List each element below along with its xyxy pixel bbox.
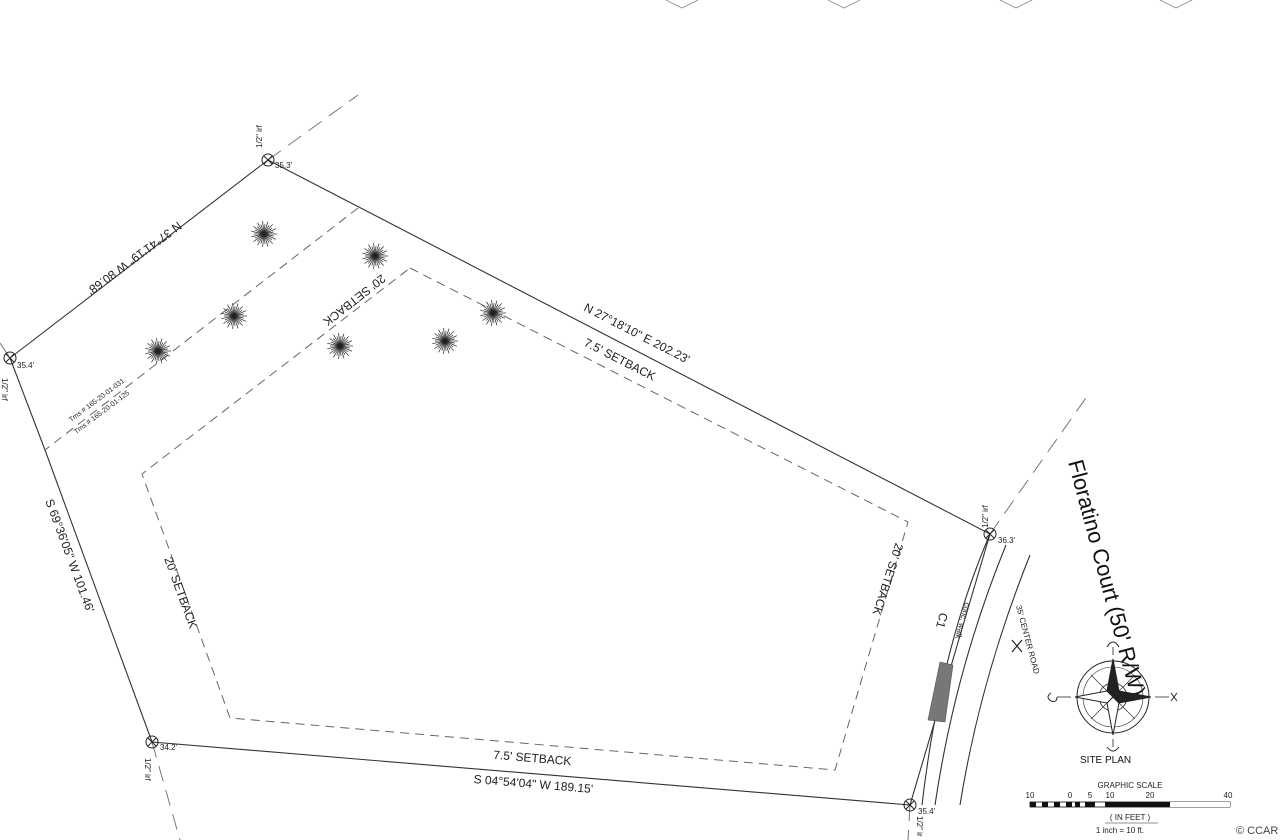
road-name: Floratino Court (50' R/W): [1063, 457, 1150, 699]
compass-rose-icon: [1047, 641, 1178, 752]
corner-top-elevation: 35.3': [275, 161, 293, 170]
extension-lines: [0, 94, 1089, 840]
tree-icon: [432, 328, 458, 354]
tree-icon: [145, 338, 171, 364]
corner-left-elevation: 35.4': [17, 361, 35, 370]
graphic-scale: GRAPHIC SCALE 10 0 5 10 20 40 ( IN FEET …: [1026, 781, 1233, 835]
corner-top-pin: 1/2" irf: [255, 124, 264, 148]
scale-ratio: 1 inch = 10 ft.: [1096, 826, 1144, 835]
conc-walk-label: conc. walk: [953, 601, 972, 640]
trees: [145, 221, 506, 364]
bearing-north-west: N 37°41'19" W 80.68': [85, 219, 185, 298]
bearing-north-east: N 27°18'10" E 202.23': [582, 300, 692, 366]
scale-tick-3: 10: [1106, 791, 1115, 800]
corner-markers: [3, 153, 997, 812]
corner-bottom-left-elevation-text: 34.2': [160, 743, 178, 752]
scale-units: ( IN FEET ): [1110, 813, 1151, 822]
corner-right-elevation: 36.3': [998, 536, 1016, 545]
tree-icon: [480, 300, 506, 326]
scale-title: GRAPHIC SCALE: [1098, 781, 1163, 790]
scale-tick-5: 40: [1224, 791, 1233, 800]
bearing-south: S 04°54'04" W 189.15': [473, 772, 593, 796]
road-center-mark: [1011, 639, 1023, 653]
road-curves: [921, 533, 1031, 806]
property-boundary: [9, 159, 991, 806]
corner-left-marker: [3, 351, 17, 365]
corner-bottom-right-elevation: 35.4': [918, 807, 936, 816]
driveway-apron: [927, 661, 954, 723]
corner-right-marker: [983, 527, 997, 541]
watermark: © CCAR: [1236, 825, 1279, 837]
corner-left-pin: 1/2" irf: [0, 378, 9, 402]
tree-icon: [251, 221, 277, 247]
corner-top-marker: [261, 153, 275, 167]
curve-label: C1: [933, 611, 951, 630]
top-edge-marks: [665, 0, 1193, 9]
corner-bottom-right-pin: 1/2" ir: [915, 816, 924, 837]
scale-tick-1: 0: [1068, 791, 1073, 800]
tree-icon: [327, 333, 353, 359]
bearing-south-west: S 69°36'05" W 101.46': [42, 497, 97, 614]
setback-lines: [44, 207, 909, 771]
road-center-label: 35' CENTER ROAD: [1014, 604, 1041, 675]
setback-label-left: 20' SETBACK: [161, 555, 200, 630]
tree-icon: [362, 243, 388, 269]
tree-icon: [221, 303, 247, 329]
setback-label-bottom: 7.5' SETBACK: [493, 748, 572, 769]
scale-tick-4: 20: [1146, 791, 1155, 800]
corner-bottom-left-marker: [145, 735, 159, 749]
scale-tick-2: 5: [1088, 791, 1093, 800]
setback-label-right: 20' SETBACK: [870, 541, 906, 617]
corner-bottom-right-marker: [903, 798, 917, 812]
corner-right-pin: 1/2" irf: [981, 504, 990, 528]
setback-label-top-left: 20' SETBACK: [321, 272, 389, 329]
site-plan-label: SITE PLAN: [1080, 755, 1132, 766]
corner-bottom-left-pin: 1/2" irf: [143, 758, 152, 782]
scale-tick-0: 10: [1026, 791, 1035, 800]
